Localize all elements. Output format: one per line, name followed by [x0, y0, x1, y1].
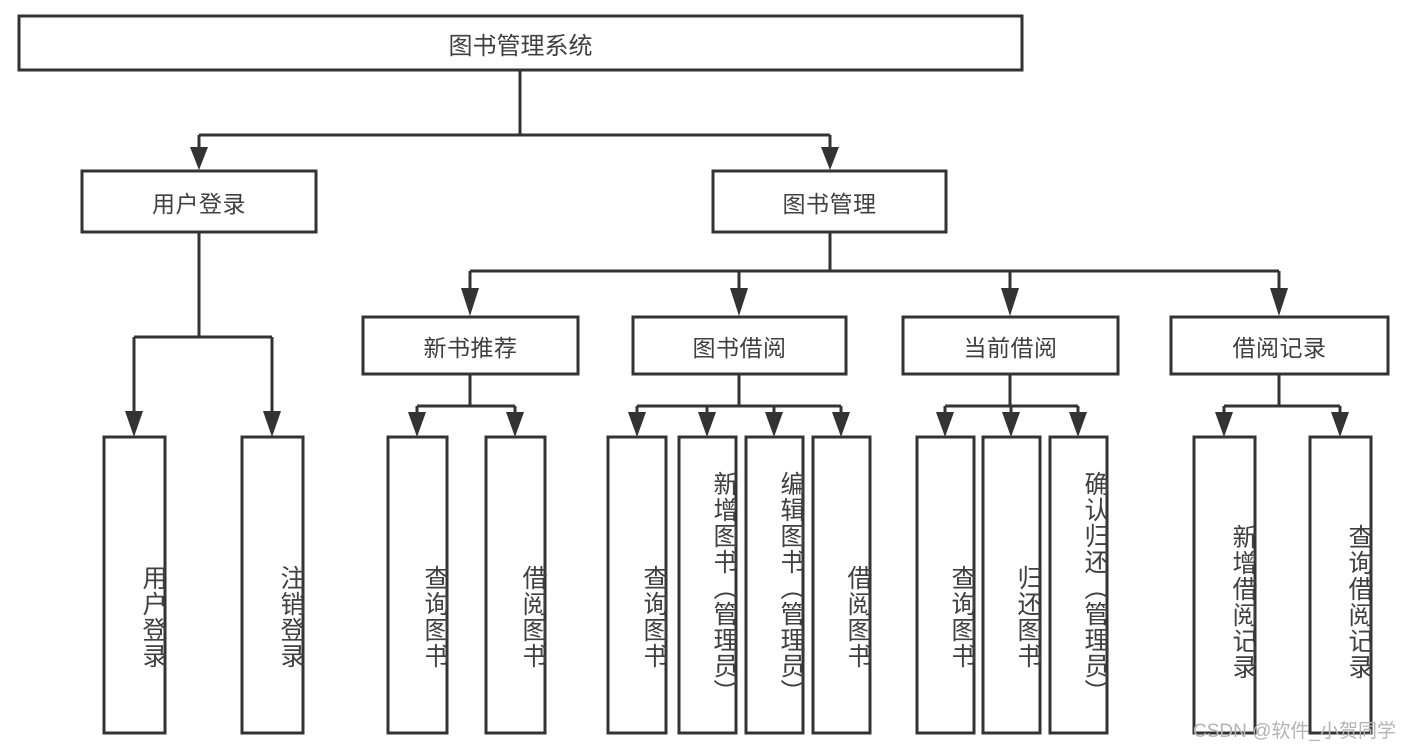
node-root-box[interactable] — [17, 14, 1024, 72]
arrow-head-icon — [832, 412, 850, 437]
node-leaf-box[interactable] — [1048, 435, 1109, 735]
node-current-borrow-box[interactable] — [901, 315, 1120, 376]
node-leaf-box[interactable] — [1192, 435, 1257, 735]
node-borrow-record-box[interactable] — [1169, 315, 1390, 376]
watermark: CSDN @软件_小贺同学 — [1193, 721, 1396, 742]
node-leaf-box[interactable] — [606, 435, 668, 735]
node-user-login-box[interactable] — [80, 169, 318, 234]
node-leaf-box[interactable] — [915, 435, 976, 735]
arrow-head-icon — [628, 412, 646, 437]
node-leaf-box[interactable] — [484, 435, 547, 735]
arrow-head-icon — [190, 147, 208, 170]
node-leaf-box[interactable] — [744, 435, 805, 735]
node-leaf-box[interactable] — [102, 435, 167, 735]
arrow-head-icon — [1270, 288, 1288, 316]
arrow-head-icon — [936, 412, 954, 437]
node-leaf-box[interactable] — [240, 435, 305, 735]
node-leaf-box[interactable] — [981, 435, 1042, 735]
arrow-head-icon — [506, 412, 524, 437]
arrow-head-icon — [765, 412, 783, 437]
node-new-book-recommend-box[interactable] — [361, 315, 580, 376]
arrow-head-icon — [1001, 288, 1019, 316]
arrow-head-icon — [730, 288, 748, 316]
arrow-head-icon — [698, 412, 716, 437]
arrow-head-icon — [1215, 412, 1233, 437]
node-leaf-box[interactable] — [677, 435, 738, 735]
arrow-head-icon — [461, 288, 479, 316]
node-leaf-box[interactable] — [811, 435, 872, 735]
node-leaf-box[interactable] — [386, 435, 449, 735]
node-leaf-box[interactable] — [1308, 435, 1373, 735]
arrow-head-icon — [1069, 412, 1087, 437]
arrow-head-icon — [408, 412, 426, 437]
arrow-head-icon — [1002, 412, 1020, 437]
arrow-head-icon — [125, 411, 143, 437]
arrow-head-icon — [263, 411, 281, 437]
arrow-head-icon — [1331, 412, 1349, 437]
node-book-borrow-box[interactable] — [631, 315, 848, 376]
node-book-management-box[interactable] — [711, 169, 948, 234]
arrow-head-icon — [821, 147, 839, 170]
